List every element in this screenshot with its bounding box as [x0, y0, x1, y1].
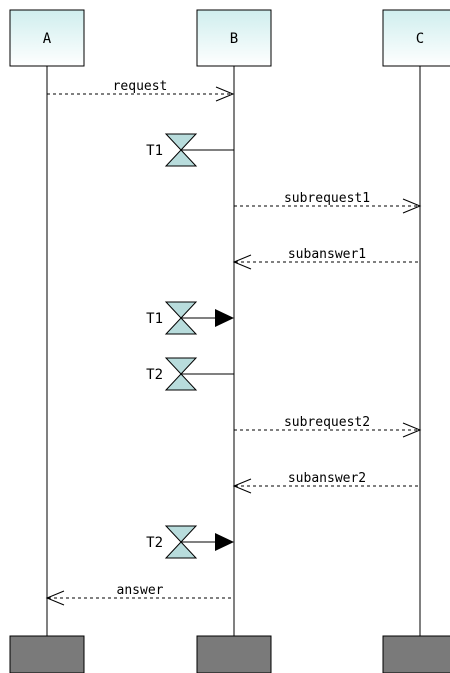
hourglass-icon — [164, 525, 198, 559]
message-answer: answer — [45, 583, 234, 606]
message-subanswer2-label: subanswer2 — [288, 471, 366, 486]
message-subanswer1: subanswer1 — [232, 247, 420, 270]
message-subanswer2: subanswer2 — [232, 471, 420, 494]
timer-t2-stop-label: T2 — [146, 535, 163, 551]
timer-t1-stop-label: T1 — [146, 311, 163, 327]
participant-a: A — [9, 9, 85, 67]
message-subrequest1-label: subrequest1 — [284, 191, 370, 206]
timer-t2-start: T2 — [146, 357, 234, 391]
timer-t2-stop: T2 — [146, 525, 234, 559]
message-request: request — [47, 79, 235, 102]
participant-a-label: A — [43, 31, 52, 47]
arrowhead-icon — [215, 309, 234, 327]
participant-c-label: C — [416, 31, 424, 47]
message-subrequest2: subrequest2 — [234, 415, 422, 438]
timer-t1-start-label: T1 — [146, 143, 163, 159]
message-subrequest2-label: subrequest2 — [284, 415, 370, 430]
timer-t1-start: T1 — [146, 133, 234, 167]
hourglass-icon — [164, 357, 198, 391]
participant-b-footer — [196, 635, 272, 673]
message-subrequest1: subrequest1 — [234, 191, 422, 214]
participant-c: C — [382, 9, 450, 67]
participant-c-footer — [382, 635, 450, 673]
participant-a-footer — [9, 635, 85, 673]
timer-t2-start-label: T2 — [146, 367, 163, 383]
timer-t1-stop: T1 — [146, 301, 234, 335]
hourglass-icon — [164, 301, 198, 335]
participant-b: B — [196, 9, 272, 67]
participant-b-label: B — [230, 31, 238, 47]
hourglass-icon — [164, 133, 198, 167]
arrowhead-icon — [215, 533, 234, 551]
message-request-label: request — [113, 79, 168, 94]
message-answer-label: answer — [117, 583, 164, 598]
message-subanswer1-label: subanswer1 — [288, 247, 366, 262]
